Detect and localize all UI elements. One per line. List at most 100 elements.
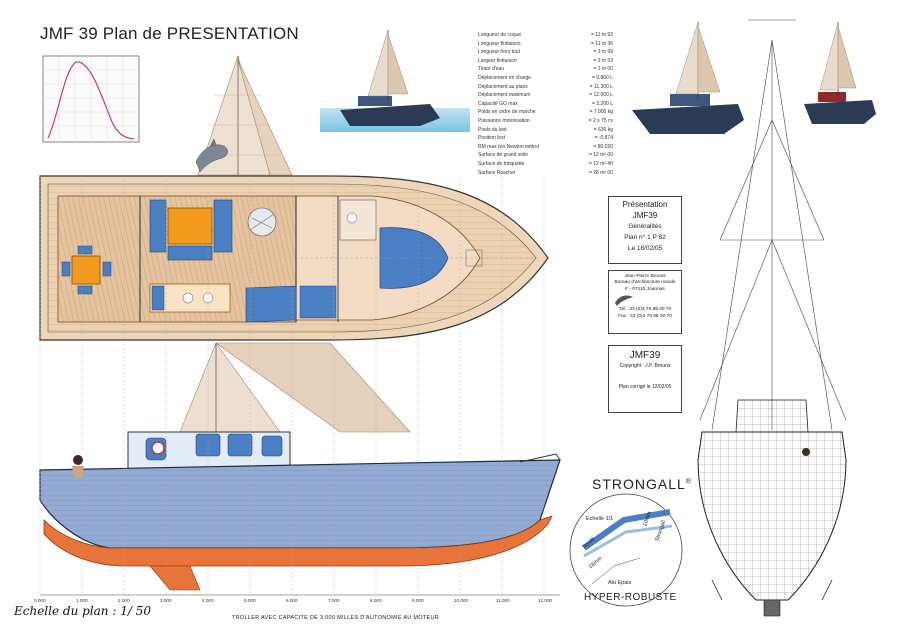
spec-value: = 28 m² 00 xyxy=(588,169,613,176)
scale-mark-label: 2.000 xyxy=(118,598,130,603)
hyper-robuste-label: HYPER-ROBUSTE xyxy=(584,592,677,603)
spec-value: = 12.000 L xyxy=(589,92,613,99)
render-dark-hull xyxy=(632,21,744,134)
detail-alu-label: Alu Epais xyxy=(608,580,632,586)
spec-label: Longueur de coque xyxy=(478,32,522,38)
spec-label: Déplacement au plans xyxy=(478,83,528,90)
spec-label: Longueur flottaison xyxy=(478,40,521,47)
spec-value: = 12 m² 40 xyxy=(588,160,613,167)
render-red-interior xyxy=(804,21,876,124)
spec-label: Surface de trinquette xyxy=(478,160,525,167)
stability-curve xyxy=(42,55,140,143)
architect-fax: Fax : 33 (0)4 75 88 30 70 xyxy=(618,313,672,319)
specs-table: Longueur de coque = 11 m 92 Longueur flott… xyxy=(478,31,613,177)
spec-label: Capacité GO max xyxy=(478,100,518,107)
dolphin-logo xyxy=(195,138,228,173)
spec-row: Longueur hors tout = 3 m 99 xyxy=(478,48,613,57)
body-plan-rigging xyxy=(699,19,847,431)
mainsail-profile xyxy=(179,342,411,433)
spec-row: Longueur flottaison = 11 m 36 xyxy=(478,40,613,49)
scale-mark-label: 0.000 xyxy=(34,598,46,603)
architect-box: Jean-Pierre Brouns Bureau d'architecture… xyxy=(608,270,682,334)
spec-label: Déplacement maximum xyxy=(478,92,531,99)
architect-line2: Bureau d'architecture navale xyxy=(614,280,676,286)
deck-plan xyxy=(39,175,549,341)
spec-row: Surface de trinquette = 12 m² 40 xyxy=(478,160,613,169)
spec-row: Longueur de coque = 11 m 92 xyxy=(478,31,613,40)
spec-value: = 11.300 L xyxy=(589,83,613,90)
copyright-corrected: Plan corrigé le 12/02/05 xyxy=(618,384,672,390)
spec-value: = 80.020 xyxy=(593,143,613,150)
saloon-table xyxy=(167,207,213,245)
spec-label: Position lest xyxy=(478,135,505,142)
body-plan-hull xyxy=(697,399,847,617)
detail-scale-label: Echelle 1/1 xyxy=(586,516,614,522)
scale-mark-label: 1.000 xyxy=(76,598,88,603)
spec-value: = 12 m² 00 xyxy=(588,152,613,159)
spec-row: Surface Reacher = 28 m² 00 xyxy=(478,169,613,178)
strongall-section-detail xyxy=(569,493,683,607)
spec-row: Surface de grand voile = 12 m² 00 xyxy=(478,151,613,160)
scale-mark-label: 10.000 xyxy=(454,598,469,603)
scale-mark-label: 12.000 xyxy=(538,598,553,603)
spec-row: Puissance motorisation= 2 x 75 cv xyxy=(478,117,613,126)
spec-label: Longueur hors tout xyxy=(478,49,520,56)
spec-label: Tirant d'eau xyxy=(478,66,505,73)
spec-label: Poids en ordre de marche xyxy=(478,109,536,116)
scale-mark-label: 5.000 xyxy=(244,598,256,603)
copyright-box: JMF39 Copyright : J.P. Brouns Plan corri… xyxy=(608,345,682,413)
copyright-model: JMF39 xyxy=(629,350,661,361)
architect-name: Jean-Pierre Brouns xyxy=(624,274,666,279)
architect-line3: F - 07110 Joannas xyxy=(625,286,665,292)
spec-row: Déplacement au plans = 11.300 L xyxy=(478,83,613,92)
spec-row: Largeur flottaison= 3 m 53 xyxy=(478,57,613,66)
scale-mark-label: 6.000 xyxy=(286,598,298,603)
scale-mark-label: 11.000 xyxy=(496,598,510,603)
spec-row: Poids du lest = 630 kg xyxy=(478,126,613,135)
spec-value: = 11 m 92 xyxy=(590,32,613,38)
strongall-logo-text: STRONGALL® xyxy=(592,476,692,492)
presentation-line1: Présentation xyxy=(622,200,668,209)
presentation-line4: Plan n° 1 P 82 xyxy=(624,234,666,241)
spec-row: Poids en ordre de marche = 7.000 kg xyxy=(478,108,613,117)
spec-row: Position lest = -0.874 xyxy=(478,134,613,143)
presentation-box: Présentation JMF39 Généralités Plan n° 1… xyxy=(608,196,682,264)
dolphin-stamp-icon xyxy=(615,295,633,307)
render-sea-view xyxy=(320,29,470,132)
page-title: JMF 39 Plan de PRESENTATION xyxy=(40,24,299,43)
spec-label: RM max (en Newton mètre) xyxy=(478,143,540,150)
plan-scale: Echelle du plan : 1/ 50 xyxy=(14,604,151,618)
spec-label: Surface Reacher xyxy=(478,169,516,176)
presentation-line3: Généralités xyxy=(628,223,662,230)
spec-row: Tirant d'eau = 1 m 00 xyxy=(478,65,613,74)
footer-note: TROLLER AVEC CAPACITE DE 3.000 MILLES D'… xyxy=(232,615,440,621)
spec-label: Poids du lest xyxy=(478,126,507,133)
architect-tel: Tél : 33 (0)4 75 88 30 70 xyxy=(618,307,672,313)
scale-mark-label: 7.000 xyxy=(328,598,340,603)
cockpit-table xyxy=(71,255,101,285)
scale-mark-label: 8.000 xyxy=(370,598,382,603)
spec-value: = 2 x 75 cv xyxy=(588,117,613,124)
spec-row: Capacité GO max= 3.200 L xyxy=(478,100,613,109)
spec-row: Déplacement en charge = 9.800 L xyxy=(478,74,613,83)
spec-label: Déplacement en charge xyxy=(478,74,532,81)
spec-label: Surface de grand voile xyxy=(478,152,529,159)
spec-value: = 11 m 36 xyxy=(590,40,613,47)
copyright-text: Copyright : J.P. Brouns xyxy=(619,363,671,369)
spec-value: = 7.000 kg xyxy=(589,109,614,116)
spec-value: = 1 m 00 xyxy=(593,66,613,73)
spec-value: = 9.800 L xyxy=(592,74,613,81)
spec-value: = 630 kg xyxy=(593,126,613,133)
hull-profile xyxy=(39,431,561,591)
spec-value: = 3 m 99 xyxy=(593,49,613,56)
presentation-line5: Le 18/02/05 xyxy=(627,245,663,252)
spec-value: = -0.874 xyxy=(594,135,614,142)
spec-label: Largeur flottaison xyxy=(478,57,517,64)
spec-row: RM max (en Newton mètre) = 80.020 xyxy=(478,143,613,152)
scale-mark-label: 4.000 xyxy=(202,598,214,603)
spec-row: Déplacement maximum = 12.000 L xyxy=(478,91,613,100)
presentation-line2: JMF39 xyxy=(632,211,658,220)
station-lines xyxy=(39,176,545,595)
strongall-label: STRONGALL xyxy=(592,476,686,492)
